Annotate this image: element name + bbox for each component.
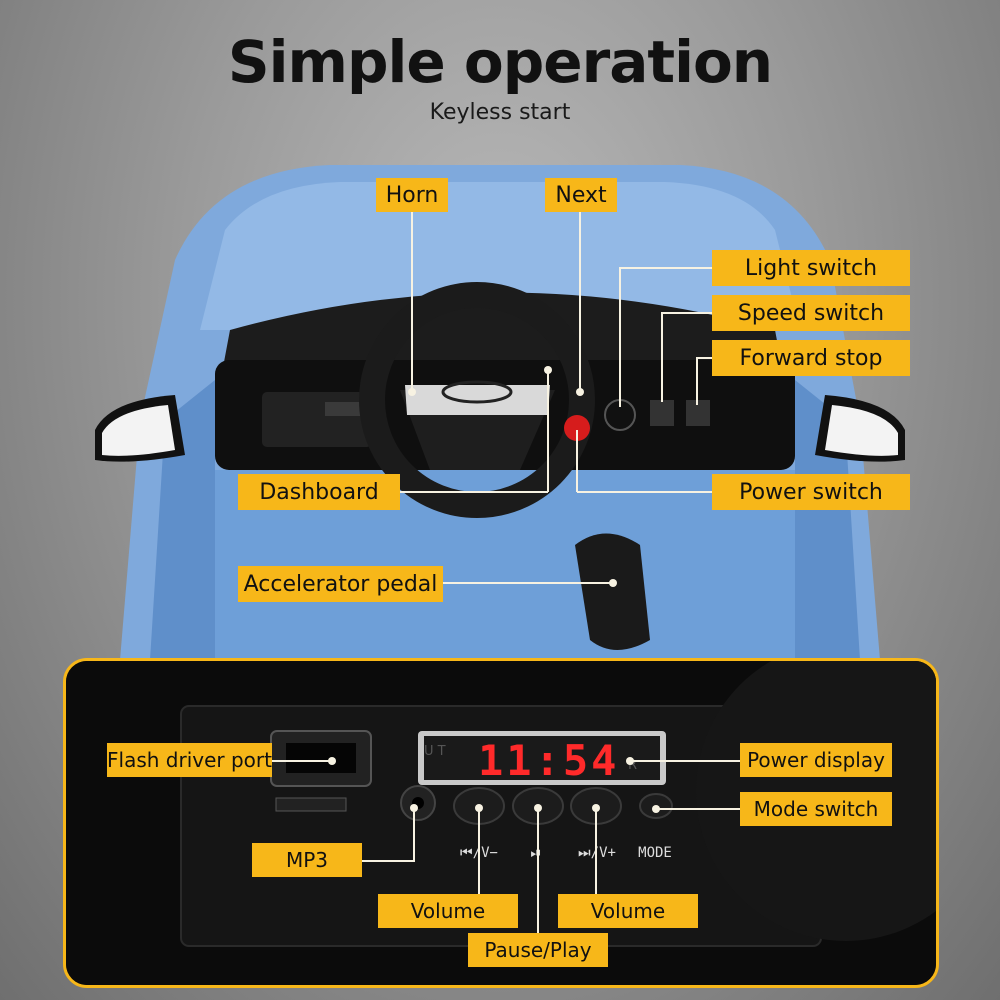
mp3-leader-v: [413, 808, 415, 862]
label-forward-stop: Forward stop: [712, 340, 910, 376]
mode-switch-leader: [656, 808, 740, 810]
volume-up-leader: [595, 808, 597, 896]
horn-leader-line: [411, 212, 413, 392]
speed-switch-leader-h: [662, 312, 712, 314]
label-speed-switch: Speed switch: [712, 295, 910, 331]
power-display-time: 11:54: [478, 736, 620, 785]
button-legend-mode[interactable]: MODE: [638, 845, 672, 861]
mp3-panel-illustration: [66, 661, 936, 985]
mode-switch-dot: [652, 805, 660, 813]
speed-switch-leader-v: [661, 312, 663, 402]
light-switch-leader-h: [620, 267, 712, 269]
pause-play-leader: [537, 808, 539, 934]
flash-port-dot: [328, 757, 336, 765]
volume-up-dot: [592, 804, 600, 812]
label-pause-play: Pause/Play: [468, 933, 608, 967]
label-light-switch: Light switch: [712, 250, 910, 286]
mp3-leader-h: [362, 860, 414, 862]
dashboard-leader-dot: [544, 366, 552, 374]
power-display-dot: [626, 757, 634, 765]
dashboard-leader-h: [400, 491, 548, 493]
light-switch-leader-v: [619, 267, 621, 407]
button-legend-next[interactable]: ⏭/V+: [566, 845, 628, 861]
dashboard-leader-v: [547, 370, 549, 492]
mp3-leader-dot: [410, 804, 418, 812]
label-accelerator-pedal: Accelerator pedal: [238, 566, 443, 602]
next-leader-dot: [576, 388, 584, 396]
label-mp3: MP3: [252, 843, 362, 877]
next-leader-line: [579, 212, 581, 392]
power-switch-leader-v: [576, 430, 578, 492]
volume-down-dot: [475, 804, 483, 812]
volume-down-leader: [478, 808, 480, 896]
label-mode-switch: Mode switch: [740, 792, 892, 826]
label-next: Next: [545, 178, 617, 212]
label-volume-up: Volume: [558, 894, 698, 928]
label-power-switch: Power switch: [712, 474, 910, 510]
label-dashboard: Dashboard: [238, 474, 400, 510]
forward-stop-leader-v: [696, 357, 698, 405]
accelerator-leader-dot: [609, 579, 617, 587]
page-subtitle: Keyless start: [429, 100, 571, 125]
page-title: Simple operation: [227, 28, 773, 96]
display-right-chars: R: [628, 758, 638, 773]
label-volume-down: Volume: [378, 894, 518, 928]
forward-stop-leader-h: [697, 357, 712, 359]
power-switch-leader-h: [577, 491, 712, 493]
label-flash-driver-port: Flash driver port: [107, 743, 272, 777]
label-horn: Horn: [376, 178, 448, 212]
power-display-leader: [630, 760, 740, 762]
label-power-display: Power display: [740, 743, 892, 777]
pause-play-dot: [534, 804, 542, 812]
accelerator-leader: [443, 582, 613, 584]
display-left-chars: U T: [424, 744, 446, 759]
horn-leader-dot: [408, 388, 416, 396]
flash-port-leader: [270, 760, 332, 762]
button-legend-play[interactable]: ⏯: [530, 845, 542, 861]
